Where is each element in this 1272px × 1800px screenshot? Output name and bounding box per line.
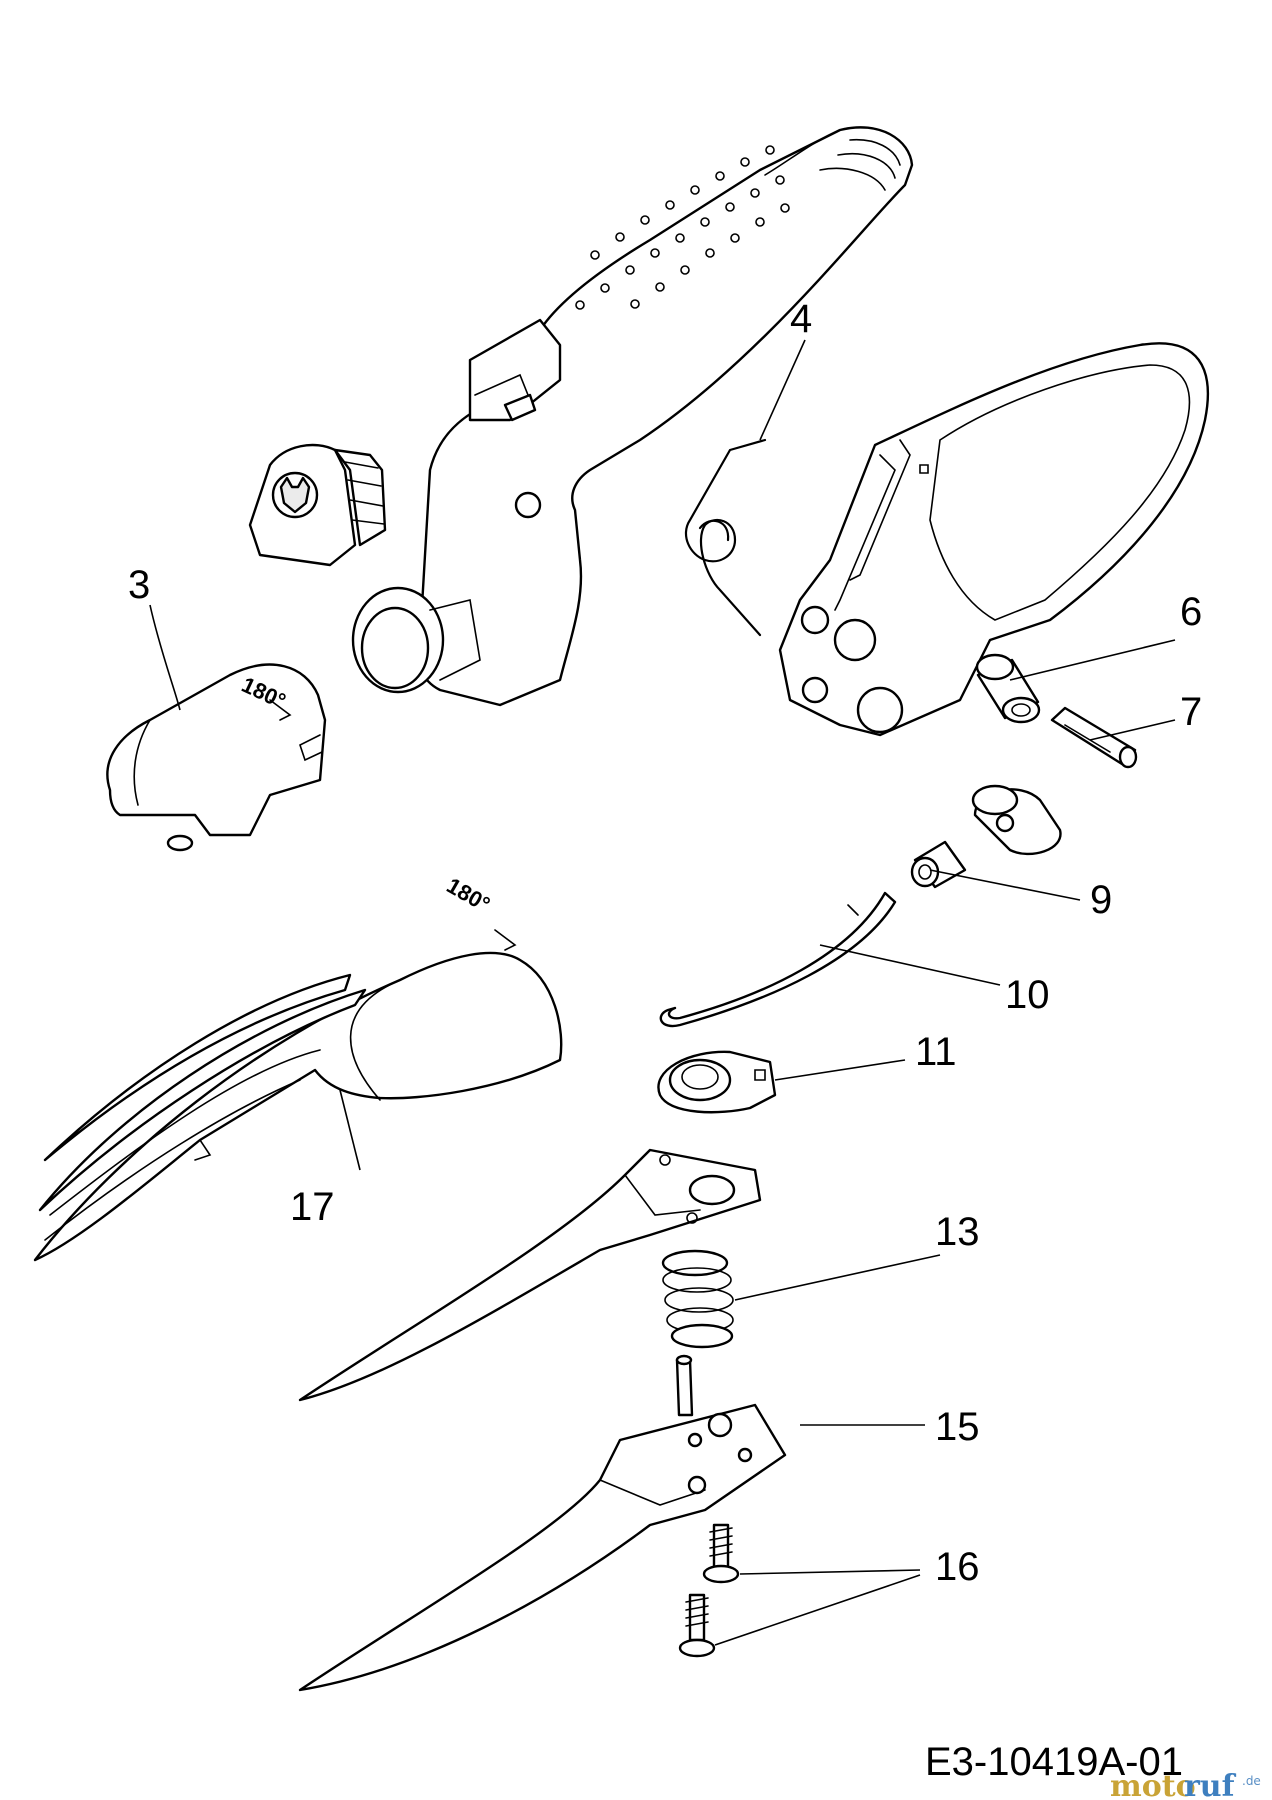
callout-4: 4 [790,297,812,341]
blade-holder-loop-handle [778,342,1209,737]
fox-logo-icon [279,476,311,514]
part-11-washer [657,1050,777,1114]
leader-lines [149,339,1176,1646]
part-4-spring [684,438,767,637]
grip-dimples [575,145,790,310]
part-15-lower-blade [298,1403,787,1692]
callout-15: 15 [935,1405,980,1449]
part-10-rod [659,891,897,1028]
part-17-comb: 180° [33,873,563,1262]
callout-11: 11 [915,1030,957,1074]
cap-180-marking-17: 180° [443,873,495,917]
callout-7: 7 [1180,690,1202,734]
callout-16: 16 [935,1545,980,1589]
callout-6: 6 [1180,590,1202,634]
callout-3: 3 [128,563,150,607]
barrel-nut [971,784,1062,856]
drawing-reference: E3-10419A-01 [925,1740,1183,1784]
part-3-cap: 180° [106,663,327,852]
part-7-pin [1050,706,1138,769]
part-16-screw-upper [702,1523,740,1584]
callout-10: 10 [1005,973,1050,1017]
latch-button [248,443,387,567]
part-6-bushing [975,653,1041,724]
handle-assembly [351,126,914,707]
watermark-logo: moto ruf .de [1110,1769,1261,1800]
callout-13: 13 [935,1210,980,1254]
watermark-part2: ruf [1184,1769,1237,1800]
part-16-screw-lower [678,1593,716,1658]
callout-17: 17 [290,1185,335,1229]
watermark-part1: moto [1110,1769,1196,1800]
upper-blade [298,1148,762,1402]
callout-9: 9 [1090,878,1112,922]
part-9-sleeve [910,840,967,889]
part-13-spring [661,1249,734,1349]
dowel-pin [675,1354,694,1417]
watermark-suffix: .de [1242,1774,1261,1788]
callout-labels: 3 4 6 7 9 10 11 13 15 16 17 [128,297,1202,1589]
